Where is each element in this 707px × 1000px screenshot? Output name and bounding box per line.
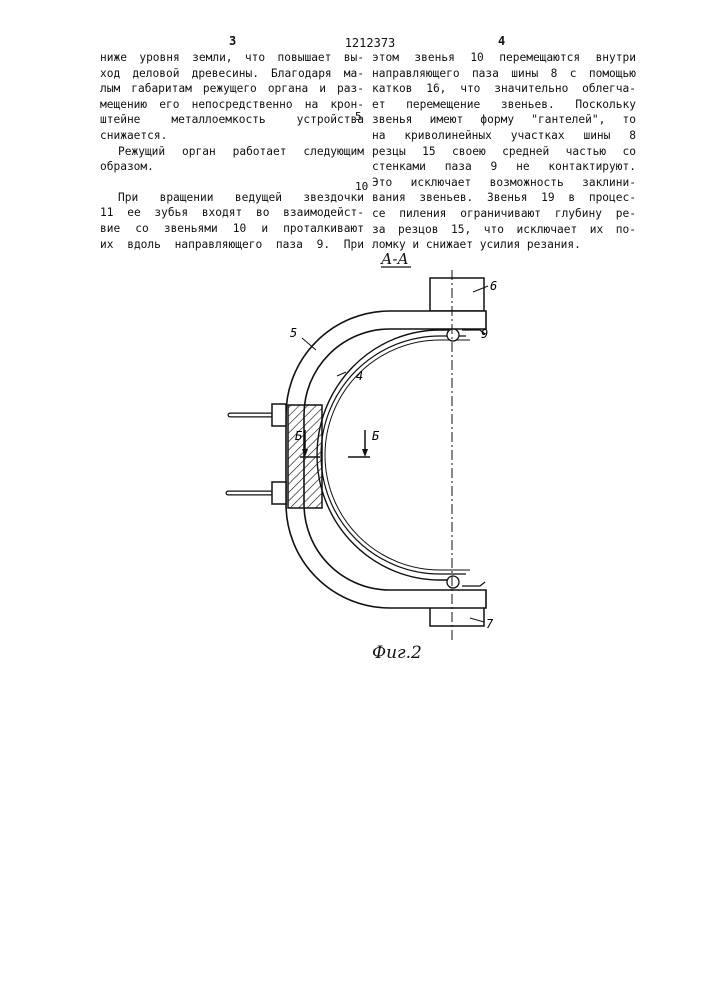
label-5: 5 <box>290 326 297 340</box>
section-arrow-right-head <box>362 449 368 457</box>
label-9: 9 <box>481 327 488 341</box>
bolt-head-upper <box>272 404 286 426</box>
figure-caption: Фиг.2 <box>372 643 422 663</box>
label-7: 7 <box>486 617 494 631</box>
part-6-block <box>430 278 484 311</box>
label-b-right: Б <box>372 429 380 443</box>
roller-top <box>447 329 459 341</box>
bolt-head-lower <box>272 482 286 504</box>
roller-bottom <box>447 576 459 588</box>
hook-bottom <box>462 582 485 586</box>
label-6: 6 <box>490 279 497 293</box>
guide-groove-9 <box>321 336 466 574</box>
label-4: 4 <box>356 369 363 383</box>
label-b-left: Б <box>295 429 303 443</box>
guide-bar-8 <box>317 330 452 580</box>
